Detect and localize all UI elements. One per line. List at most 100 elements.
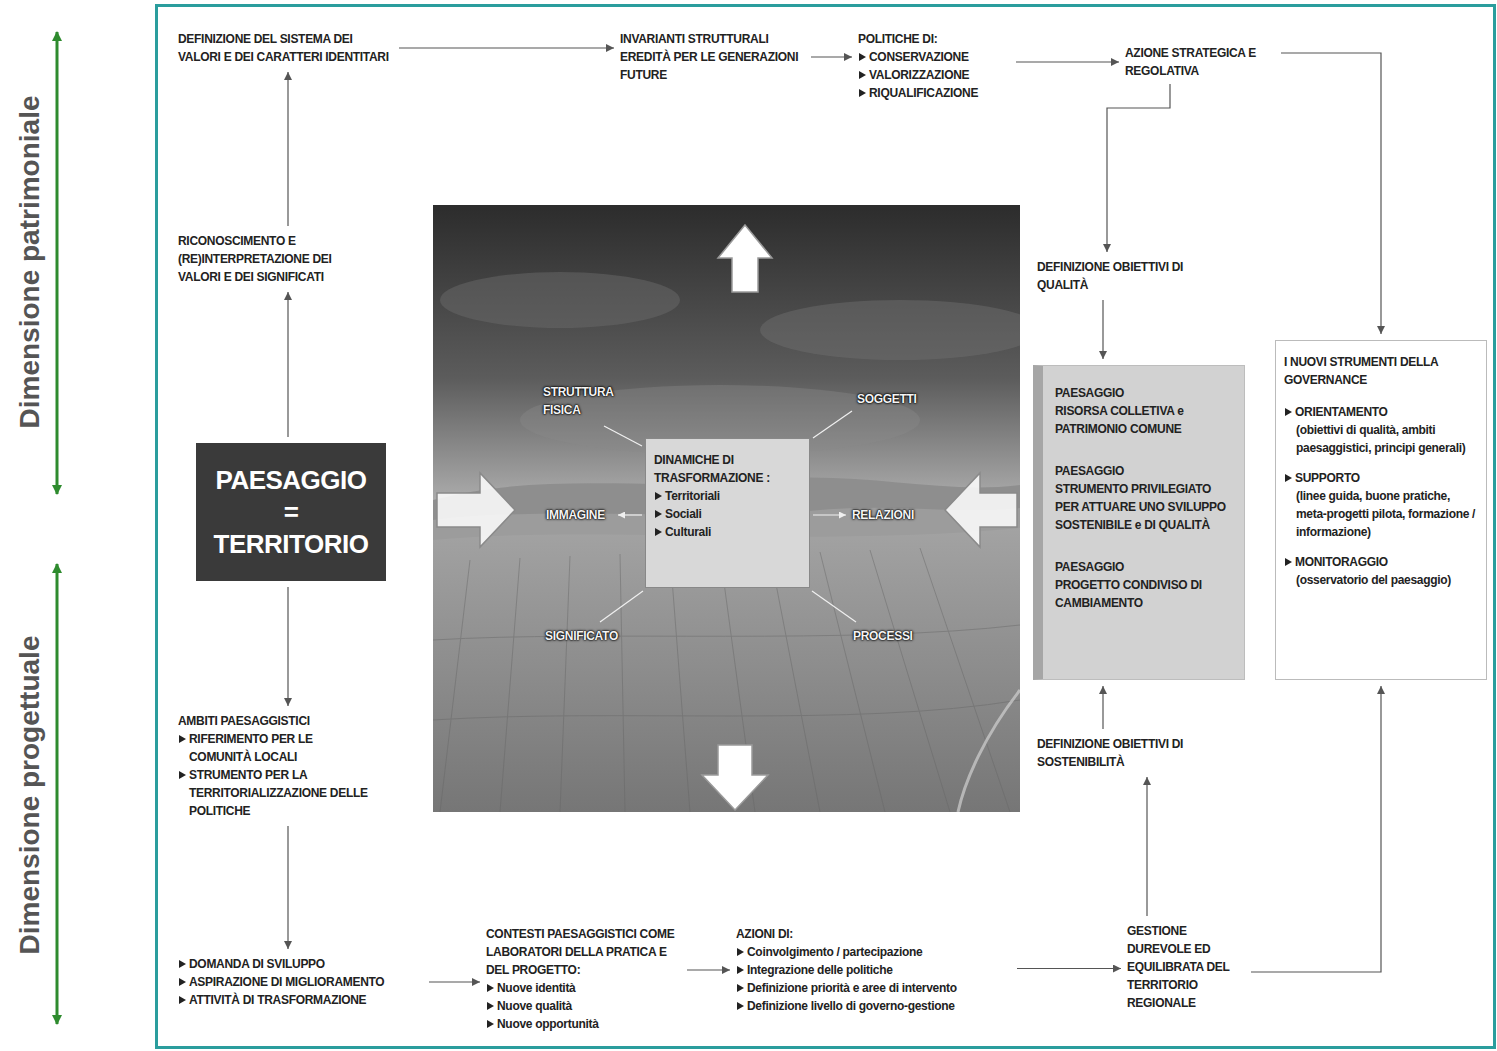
node-text: (obiettivi di qualità, ambiti paesaggist… bbox=[1284, 421, 1478, 457]
leader-line bbox=[812, 591, 856, 622]
recognition-text: RICONOSCIMENTO E (RE)INTERPRETAZIONE DEI… bbox=[178, 232, 363, 286]
flow-arrow bbox=[287, 826, 288, 949]
node-text: (linee guida, buone pratiche, meta-proge… bbox=[1284, 487, 1478, 541]
node-text: I NUOVI STRUMENTI DELLA GOVERNANCE bbox=[1284, 353, 1478, 389]
node-text: ASPIRAZIONE DI MIGLIORAMENTO bbox=[178, 973, 423, 991]
node-text: ATTIVITÀ DI TRASFORMAZIONE bbox=[178, 991, 423, 1009]
node-text: DEFINIZIONE DEL SISTEMA DEI VALORI E DEI… bbox=[178, 30, 393, 66]
value-system-text: DEFINIZIONE DEL SISTEMA DEI VALORI E DEI… bbox=[178, 30, 393, 66]
flow-arrow bbox=[1107, 84, 1170, 252]
node-text: Nuove qualità bbox=[486, 997, 681, 1015]
photo-label: STRUTTURA FISICA bbox=[543, 383, 625, 419]
node-text: Culturali bbox=[654, 523, 801, 541]
management-text: GESTIONE DUREVOLE ED EQUILIBRATA DEL TER… bbox=[1127, 922, 1245, 1012]
node-text: CONTESTI PAESAGGISTICI COME LABORATORI D… bbox=[486, 925, 681, 979]
photo-sky bbox=[433, 205, 1020, 812]
node-text: RIQUALIFICAZIONE bbox=[858, 84, 1010, 102]
node-text: VALORIZZAZIONE bbox=[858, 66, 1010, 84]
flow-arrow bbox=[1251, 686, 1381, 972]
flow-arrow bbox=[1102, 686, 1103, 729]
down-arrow bbox=[702, 745, 768, 810]
invariants-text: INVARIANTI STRUTTURALI EREDITÀ PER LE GE… bbox=[620, 30, 805, 84]
flow-arrow bbox=[811, 56, 852, 57]
node-text: DINAMICHE DI TRASFORMAZIONE : bbox=[654, 451, 801, 487]
up-arrow bbox=[718, 225, 772, 292]
node-text: CONSERVAZIONE bbox=[858, 48, 1010, 66]
node-text: Territoriali bbox=[654, 487, 801, 505]
dimension-label: Dimensione progettuale bbox=[14, 636, 46, 955]
node-text: Integrazione delle politiche bbox=[736, 961, 1011, 979]
node-text: ORIENTAMENTO bbox=[1284, 403, 1478, 421]
dimension-arrow bbox=[56, 32, 59, 494]
node-text: RIFERIMENTO PER LE COMUNITÀ LOCALI bbox=[178, 730, 368, 766]
photo-cloud bbox=[760, 300, 1020, 360]
sustainability-goals-text: DEFINIZIONE OBIETTIVI DI SOSTENIBILITÀ bbox=[1037, 735, 1227, 771]
flow-arrow bbox=[687, 969, 730, 970]
node-text: Nuove opportunità bbox=[486, 1015, 681, 1033]
node-text: Coinvolgimento / partecipazione bbox=[736, 943, 1011, 961]
leader-line bbox=[600, 591, 643, 622]
frame-border bbox=[157, 6, 1495, 1048]
node-text: AZIONE STRATEGICA E REGOLATIVA bbox=[1125, 44, 1275, 80]
node-text: PAESAGGIO bbox=[1055, 384, 1236, 402]
dimension-arrow bbox=[56, 564, 59, 1024]
node-text: GESTIONE DUREVOLE ED EQUILIBRATA DEL TER… bbox=[1127, 922, 1245, 1012]
node-text: DEFINIZIONE OBIETTIVI DI SOSTENIBILITÀ bbox=[1037, 735, 1227, 771]
flow-arrow bbox=[1017, 968, 1121, 969]
leader-lines bbox=[600, 411, 856, 622]
flow-arrow bbox=[1102, 300, 1103, 359]
quality-goals-text: DEFINIZIONE OBIETTIVI DI QUALITÀ bbox=[1037, 258, 1222, 294]
landscape-box: PAESAGGIO = TERRITORIO bbox=[196, 443, 386, 581]
node-text: AZIONI DI: bbox=[736, 925, 1011, 943]
node-text: SUPPORTO bbox=[1284, 469, 1478, 487]
node-text: PAESAGGIO bbox=[1055, 462, 1236, 480]
left-arrow bbox=[945, 473, 1017, 547]
flow-arrow bbox=[429, 981, 480, 982]
node-text: PROGETTO CONDIVISO DI CAMBIAMENTO bbox=[1055, 576, 1236, 612]
flow-arrow bbox=[399, 47, 614, 48]
flow-arrow bbox=[1281, 53, 1381, 334]
node-text: RICONOSCIMENTO E (RE)INTERPRETAZIONE DEI… bbox=[178, 232, 363, 286]
node-text: PAESAGGIO bbox=[1055, 558, 1236, 576]
node-text: Definizione livello di governo-gestione bbox=[736, 997, 1011, 1015]
photo-label: SOGGETTI bbox=[857, 390, 917, 408]
node-text: INVARIANTI STRUTTURALI EREDITÀ PER LE GE… bbox=[620, 30, 805, 84]
node-text: RISORSA COLLETIVA e PATRIMONIO COMUNE bbox=[1055, 402, 1236, 438]
development-demand-list: DOMANDA DI SVILUPPOASPIRAZIONE DI MIGLIO… bbox=[178, 955, 423, 1009]
flow-arrow bbox=[1146, 777, 1147, 916]
node-text: MONITORAGGIO bbox=[1284, 553, 1478, 571]
actions-list: AZIONI DI:Coinvolgimento / partecipazion… bbox=[736, 925, 1011, 1015]
node-text: Definizione priorità e aree di intervent… bbox=[736, 979, 1011, 997]
flow-arrow bbox=[287, 72, 288, 226]
landscape-photo bbox=[433, 205, 1020, 812]
node-text: STRUMENTO PRIVILEGIATO PER ATTUARE UNO S… bbox=[1055, 480, 1236, 534]
dimension-label: Dimensione patrimoniale bbox=[14, 96, 46, 429]
flow-arrow bbox=[287, 587, 288, 706]
leader-line bbox=[618, 514, 642, 515]
landscape-contexts-list: CONTESTI PAESAGGISTICI COME LABORATORI D… bbox=[486, 925, 681, 1033]
node-text: (osservatorio del paesaggio) bbox=[1284, 571, 1478, 589]
node-text: AMBITI PAESAGGISTICI bbox=[178, 712, 368, 730]
governance-tools-box: I NUOVI STRUMENTI DELLA GOVERNANCE ORIENT… bbox=[1275, 340, 1487, 680]
photo-label: IMMAGINE bbox=[546, 506, 605, 524]
leader-line bbox=[813, 514, 846, 515]
node-text: Nuove identità bbox=[486, 979, 681, 997]
node-text: DEFINIZIONE OBIETTIVI DI QUALITÀ bbox=[1037, 258, 1222, 294]
leader-line bbox=[813, 411, 852, 438]
flow-arrow bbox=[287, 292, 288, 437]
photo-label: PROCESSI bbox=[853, 627, 913, 645]
node-text: Sociali bbox=[654, 505, 801, 523]
node-text: POLITICHE DI: bbox=[858, 30, 1010, 48]
strategic-action-text: AZIONE STRATEGICA E REGOLATIVA bbox=[1125, 44, 1275, 80]
node-text: PAESAGGIO = TERRITORIO bbox=[206, 464, 376, 560]
flow-arrow bbox=[1016, 61, 1119, 62]
photo-track bbox=[958, 690, 1020, 812]
landscape-roles-box: PAESAGGIORISORSA COLLETIVA e PATRIMONIO … bbox=[1033, 365, 1245, 680]
photo-cloud bbox=[440, 272, 680, 328]
right-arrow bbox=[437, 473, 515, 547]
photo-label: SIGNIFICATO bbox=[545, 627, 618, 645]
node-text: STRUMENTO PER LA TERRITORIALIZZAZIONE DE… bbox=[178, 766, 368, 820]
node-text: DOMANDA DI SVILUPPO bbox=[178, 955, 423, 973]
policies-list: POLITICHE DI:CONSERVAZIONEVALORIZZAZIONE… bbox=[858, 30, 1010, 102]
